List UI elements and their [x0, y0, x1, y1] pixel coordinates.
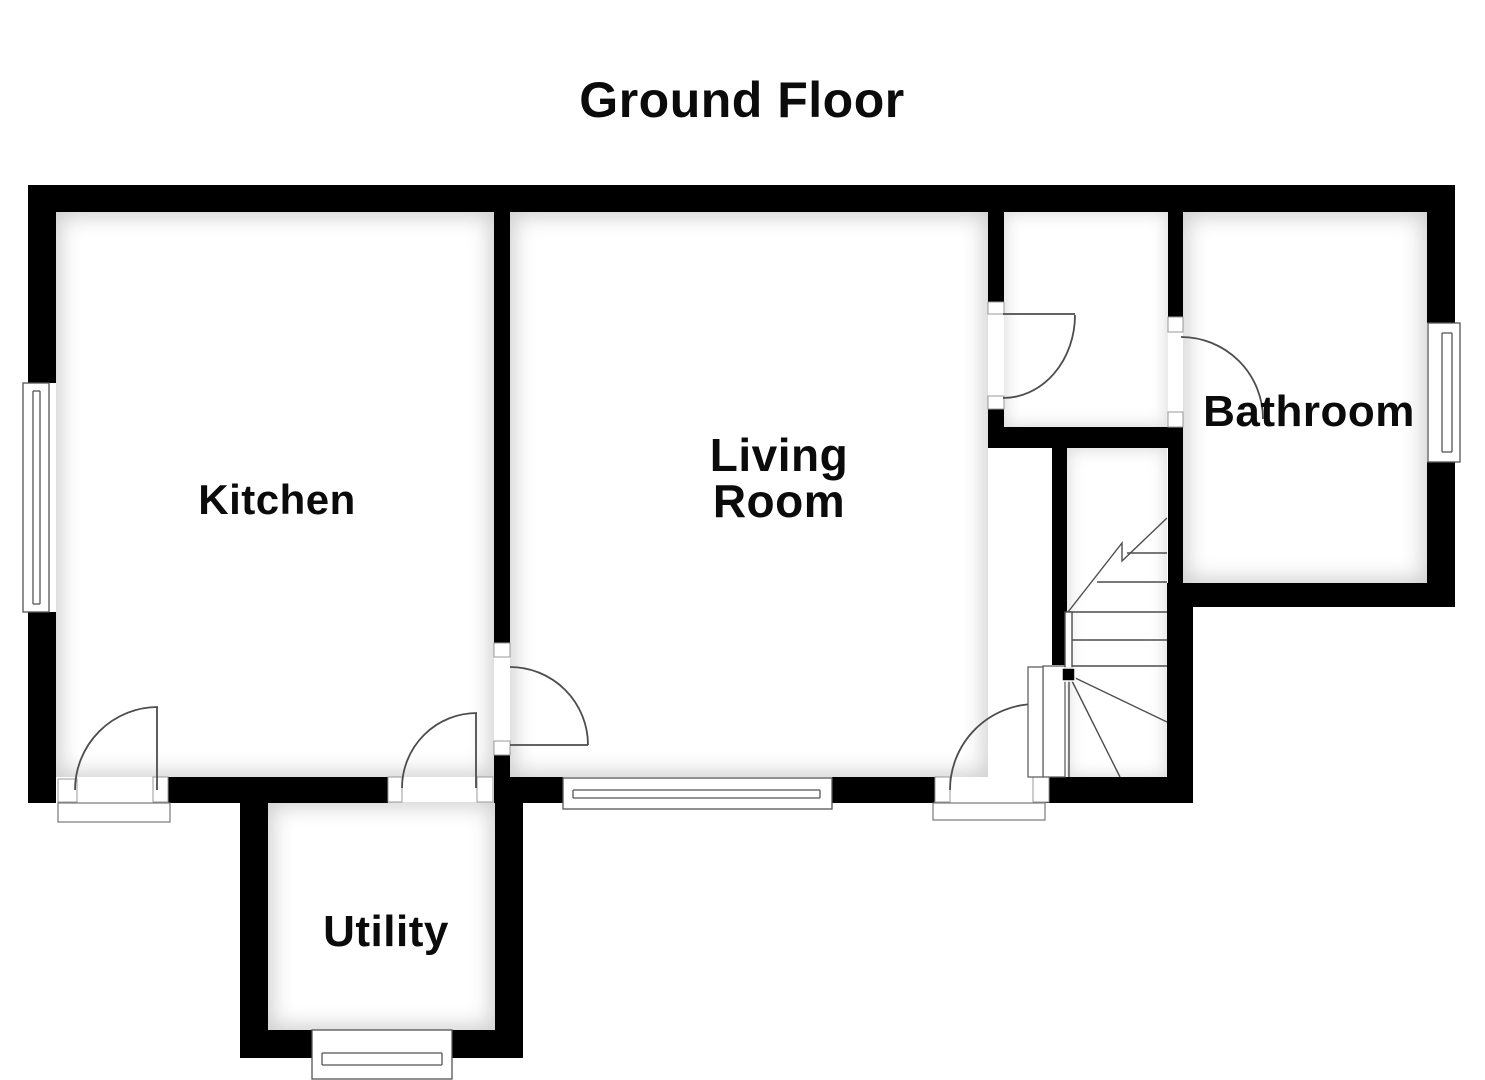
- stair-stringer: [1064, 611, 1073, 669]
- utility-bottom-window-icon: [311, 1029, 453, 1080]
- wall-hall-bottom: [988, 427, 1183, 448]
- jamb: [1167, 316, 1184, 333]
- wall-left-lower: [28, 612, 56, 803]
- stair-newel-post: [1061, 667, 1076, 682]
- wall-right-upper: [1427, 212, 1455, 323]
- front-door-leaf: [1027, 666, 1044, 778]
- jamb: [152, 776, 169, 803]
- living-room-hall-door-icon: [1002, 313, 1076, 399]
- jamb: [493, 740, 511, 756]
- living-room-label-line1: Living: [709, 429, 849, 481]
- kitchen-left-window-icon: [22, 382, 50, 613]
- wall-left-upper: [28, 185, 56, 383]
- wall-living-bottom-right: [832, 777, 935, 803]
- door-jambs: [57, 301, 1184, 803]
- winder-staircase-icon: [1061, 517, 1168, 778]
- wall-right-lower: [1427, 462, 1455, 607]
- living-room-label-line2: Room: [712, 475, 846, 527]
- jamb: [987, 395, 1005, 410]
- wall-utility-bottom-left: [240, 1030, 312, 1058]
- wall-stairwell-right: [1167, 583, 1193, 803]
- wall-stair-bottom: [1035, 777, 1193, 803]
- wall-living-right-upper: [988, 212, 1004, 302]
- kitchen-utility-door-icon: [401, 712, 478, 789]
- wall-kitchen-bottom: [168, 777, 388, 803]
- front-door-icon: [949, 703, 1037, 791]
- jamb: [493, 642, 511, 658]
- bathroom-door-icon: [1180, 336, 1264, 420]
- wall-bathroom-left-lower: [1168, 427, 1183, 583]
- wall-bathroom-left-upper: [1168, 212, 1183, 317]
- stair-winder-line: [1068, 674, 1168, 723]
- living-room-label: Living Room: [710, 432, 848, 524]
- bathroom-right-window-icon: [1427, 322, 1461, 463]
- kitchen-living-door-icon: [509, 666, 589, 746]
- jamb: [1032, 776, 1050, 803]
- kitchen-label: Kitchen: [198, 476, 356, 523]
- under-stair-cupboard: [1042, 665, 1066, 778]
- utility-label: Utility: [323, 907, 449, 956]
- stair-break-line: [1067, 517, 1168, 613]
- back-door-threshold: [57, 802, 171, 823]
- thresholds: [57, 802, 1046, 823]
- jamb: [57, 778, 78, 803]
- windows: [22, 322, 1461, 1080]
- jamb: [934, 776, 951, 803]
- bathroom-label: Bathroom: [1203, 387, 1415, 436]
- door-leaf-and-cupboard: [1027, 665, 1066, 778]
- jamb: [1167, 411, 1184, 428]
- living-room-bottom-window-icon: [562, 777, 833, 810]
- doors: [74, 313, 1264, 791]
- wall-kitchen-living-divider-upper: [494, 212, 510, 643]
- wall-utility-bottom-right: [452, 1030, 523, 1058]
- wall-utility-left: [240, 790, 268, 1058]
- wall-bathroom-bottom: [1167, 583, 1455, 607]
- jamb: [476, 776, 494, 803]
- jamb: [387, 776, 403, 803]
- walls: [28, 185, 1455, 1058]
- jamb: [987, 301, 1005, 315]
- plan-title: Ground Floor: [579, 72, 905, 128]
- stair-winder-line: [1068, 674, 1121, 778]
- wall-top: [28, 185, 1455, 212]
- wall-stairwell-left: [1052, 443, 1067, 665]
- wall-utility-right: [495, 790, 523, 1058]
- kitchen-back-door-icon: [74, 706, 159, 791]
- front-door-threshold: [932, 802, 1046, 821]
